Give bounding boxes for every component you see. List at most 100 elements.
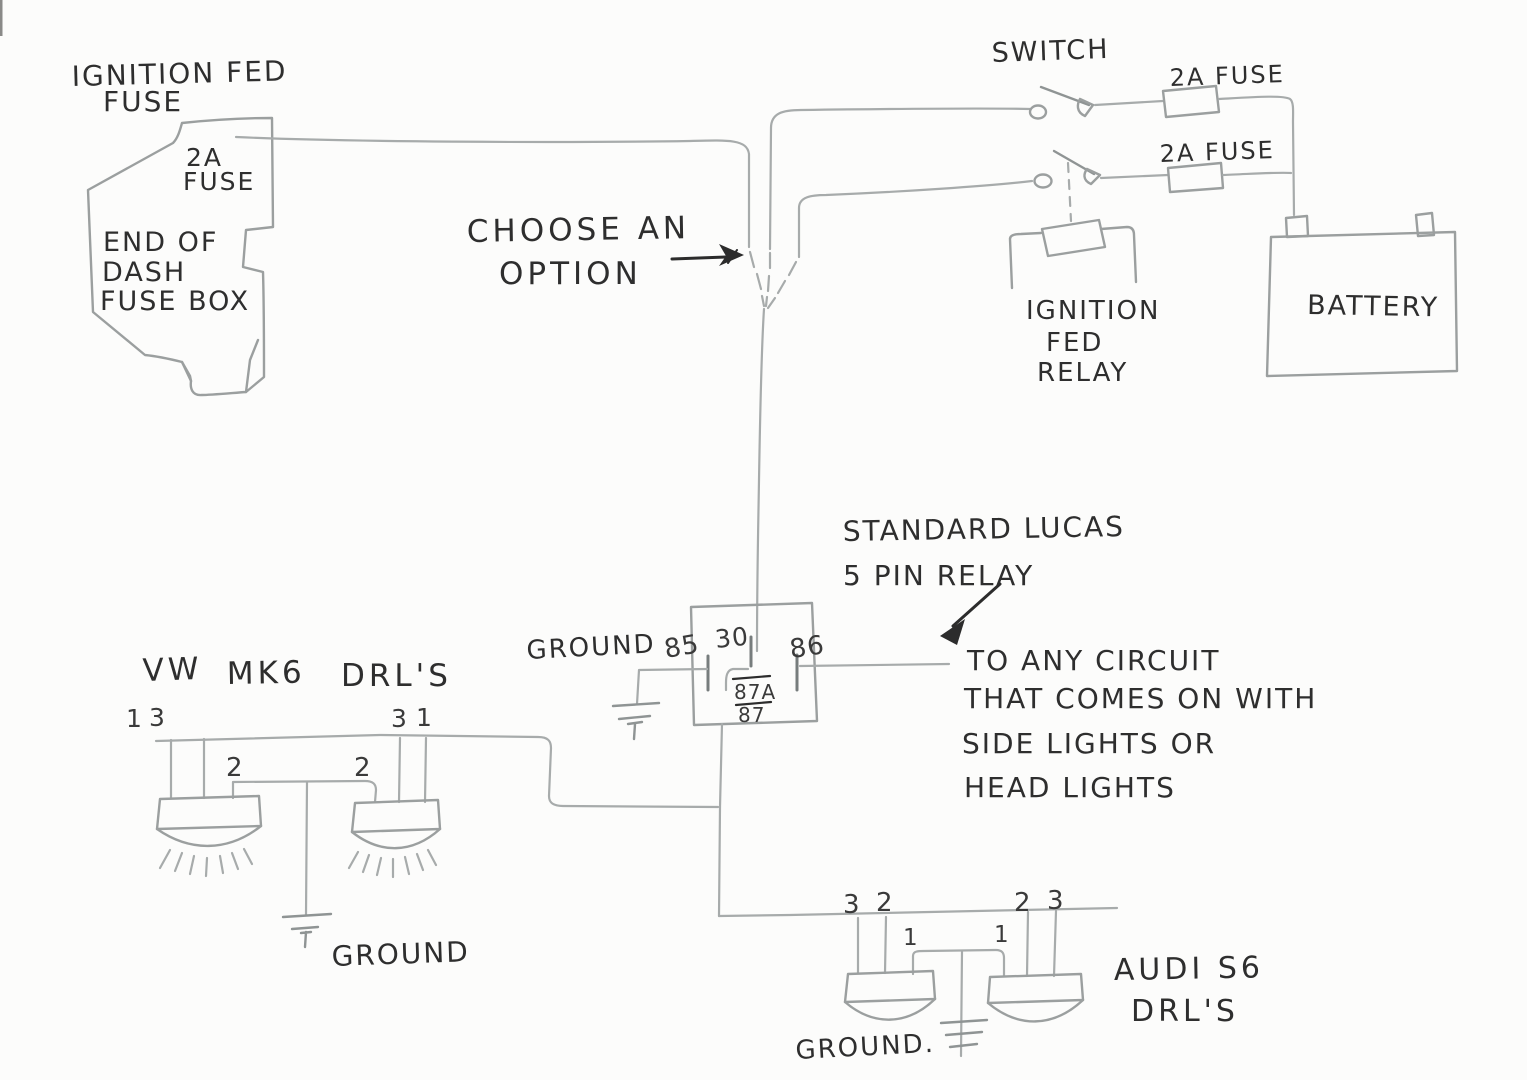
switch1-pivot: [1076, 97, 1095, 118]
option-junction-dashes: [748, 250, 798, 310]
vw-right-lamp-pins: [397, 736, 428, 804]
audi-right-lamp: [986, 972, 1085, 1023]
label-vw-right-pin2: 2: [354, 753, 372, 783]
relay-ground: [611, 667, 709, 741]
audi-bus-wire: [717, 906, 1119, 918]
audi-pin1-link: [911, 948, 1006, 978]
wire-fusebox-feed: [234, 135, 751, 249]
label-audi-ground: GROUND.: [795, 1029, 936, 1066]
label-audi-right-pin2: 2: [1014, 888, 1032, 918]
wire-fuse1-battery: [1217, 95, 1296, 217]
ignition-fed-relay: [1008, 218, 1138, 290]
scan-edge-artifact: [0, 0, 3, 36]
vw-pin2-link: [231, 779, 378, 804]
battery-terminal-positive: [1284, 214, 1310, 239]
wire-86-to-circuit: [798, 662, 951, 668]
switch-1: [1028, 85, 1095, 120]
label-ignition-relay-2: FED: [1046, 328, 1103, 358]
label-audi-right-pin1: 1: [994, 922, 1010, 948]
label-pin-87: 87: [738, 703, 765, 727]
vw-drl-branch: [154, 733, 720, 949]
label-audi-left-pin1: 1: [903, 925, 919, 951]
audi-right-lamp-pins: [1025, 909, 1058, 978]
label-ignition-relay-3: RELAY: [1037, 358, 1128, 388]
vw-ground-drop: [304, 780, 309, 917]
label-fuse-box: FUSE BOX: [100, 286, 250, 317]
wire-switch2-fuse2: [1099, 173, 1170, 180]
ground-bar-2: [617, 714, 652, 721]
battery-terminal-negative: [1414, 211, 1436, 238]
fuse-box-foot: [180, 338, 260, 394]
label-fuse2: 2A FUSE: [1159, 136, 1275, 168]
battery-body: [1265, 230, 1459, 378]
label-battery: BATTERY: [1307, 290, 1440, 323]
supply-wires: [234, 107, 1034, 653]
label-circuit-2: THAT COMES ON WITH: [963, 682, 1317, 715]
label-circuit-3: SIDE LIGHTS OR: [962, 727, 1216, 760]
dash-fuse-box: [86, 116, 275, 397]
label-2a-fuse: FUSE: [183, 167, 255, 196]
label-ignition-fed-fuse: FUSE: [103, 85, 183, 118]
vw-left-lamp-pins: [169, 737, 206, 800]
ground-tail: [626, 720, 644, 741]
label-2a: 2A: [186, 143, 223, 172]
relay-box: [689, 601, 819, 727]
label-vw-model: MK6: [227, 655, 306, 692]
ignition-relay-bracket-right: [1099, 225, 1138, 284]
vw-left-lamp-rays: [158, 847, 254, 878]
wire-to-relay-30: [755, 307, 766, 653]
label-audi-title-1: AUDI S6: [1114, 950, 1265, 988]
label-ignition-relay-1: IGNITION: [1026, 296, 1160, 326]
wire-switch2-feed: [797, 179, 1034, 259]
label-vw-left-pin1: 1: [126, 704, 143, 733]
relay-actuator-dashed-link: [1066, 161, 1073, 223]
switch2-contact: [1033, 173, 1053, 189]
wire-87-output: [717, 722, 724, 918]
vw-left-lamp: [155, 794, 263, 878]
vw-ground-symbol: [281, 912, 333, 949]
label-vw-right-pin3: 3: [391, 704, 408, 733]
label-pin-87a: 87A: [734, 680, 776, 704]
choose-option-arrow: [670, 244, 744, 266]
switch2-pivot: [1083, 167, 1102, 186]
label-choose-an: CHOOSE AN: [467, 210, 691, 250]
label-circuit-4: HEAD LIGHTS: [964, 771, 1176, 804]
fuse2-body: [1166, 161, 1225, 194]
label-circuit-1: TO ANY CIRCUIT: [966, 644, 1220, 677]
label-vw-right-pin1: 1: [416, 703, 433, 732]
label-end-of: END OF: [103, 227, 218, 258]
pin-87a-overline: [731, 674, 772, 681]
wire-switch1-fuse1: [1093, 99, 1165, 107]
fuse-box-outline: [86, 116, 275, 397]
label-pin-30: 30: [714, 622, 751, 654]
label-ignition-fed: IGNITION FED: [71, 54, 288, 93]
audi-left-lamp-pins: [856, 915, 888, 975]
ignition-relay-coil: [1040, 218, 1107, 258]
switch1-lever: [1039, 85, 1091, 107]
vw-bus-wire: [154, 733, 720, 809]
lucas-relay: [689, 601, 819, 727]
label-vw-type: DRL'S: [341, 658, 452, 694]
label-fuse1: 2A FUSE: [1169, 60, 1285, 92]
audi-left-lamp: [843, 969, 937, 1021]
label-audi-right-pin3: 3: [1047, 886, 1065, 916]
vw-right-lamp-rays: [347, 848, 438, 879]
battery: [1265, 211, 1459, 378]
label-switch: SWITCH: [991, 34, 1110, 69]
lucas-relay-arrow: [940, 582, 1002, 645]
label-audi-title-2: DRL'S: [1131, 994, 1239, 1029]
label-relay-ground: GROUND: [526, 629, 657, 666]
label-audi-left-pin3: 3: [843, 890, 861, 920]
audi-ground-symbol: [939, 1018, 989, 1049]
wire-fuse2-join: [1221, 171, 1293, 177]
label-option: OPTION: [499, 256, 642, 292]
vw-right-lamp: [347, 798, 442, 879]
label-audi-left-pin2: 2: [876, 888, 894, 918]
label-vw-left-pin3: 3: [149, 703, 166, 732]
label-dash: DASH: [102, 257, 186, 288]
switch1-contact: [1028, 104, 1048, 120]
wire-switch1-feed: [768, 107, 1032, 251]
wire-85-to-ground: [635, 667, 709, 706]
